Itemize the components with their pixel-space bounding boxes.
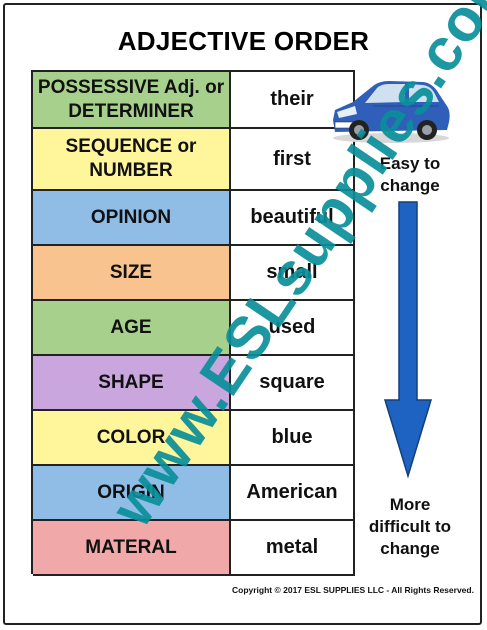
category-cell: SEQUENCE or NUMBER [33,129,231,191]
category-cell: ORIGIN [33,466,231,521]
example-cell: used [231,301,355,356]
table-row: SHAPE square [33,356,355,411]
table-row: SEQUENCE or NUMBER first [33,129,355,191]
example-cell: square [231,356,355,411]
copyright-notice: Copyright © 2017 ESL SUPPLIES LLC - All … [232,585,474,595]
category-cell: MATERAL [33,521,231,576]
easy-label: Easy to change [379,154,441,195]
difficult-label: More difficult to change [368,495,452,558]
example-cell: beautiful [231,191,355,246]
table-row: SIZE small [33,246,355,301]
page-title: ADJECTIVE ORDER [117,26,370,56]
table-row: ORIGIN American [33,466,355,521]
table-row: COLOR blue [33,411,355,466]
down-arrow-icon [383,201,433,479]
category-cell: SIZE [33,246,231,301]
category-cell: OPINION [33,191,231,246]
table-row: AGE used [33,301,355,356]
category-cell: AGE [33,301,231,356]
car-icon [333,81,450,143]
example-cell: American [231,466,355,521]
table-row: POSSESSIVE Adj. or DETERMINER their [33,72,355,129]
table-row: MATERAL metal [33,521,355,576]
adjective-order-table: POSSESSIVE Adj. or DETERMINER their SEQU… [31,70,355,576]
category-cell: COLOR [33,411,231,466]
example-cell: blue [231,411,355,466]
example-cell: their [231,72,355,129]
category-cell: POSSESSIVE Adj. or DETERMINER [33,72,231,129]
table-row: OPINION beautiful [33,191,355,246]
example-cell: first [231,129,355,191]
example-cell: metal [231,521,355,576]
example-cell: small [231,246,355,301]
poster-frame [3,3,482,625]
category-cell: SHAPE [33,356,231,411]
